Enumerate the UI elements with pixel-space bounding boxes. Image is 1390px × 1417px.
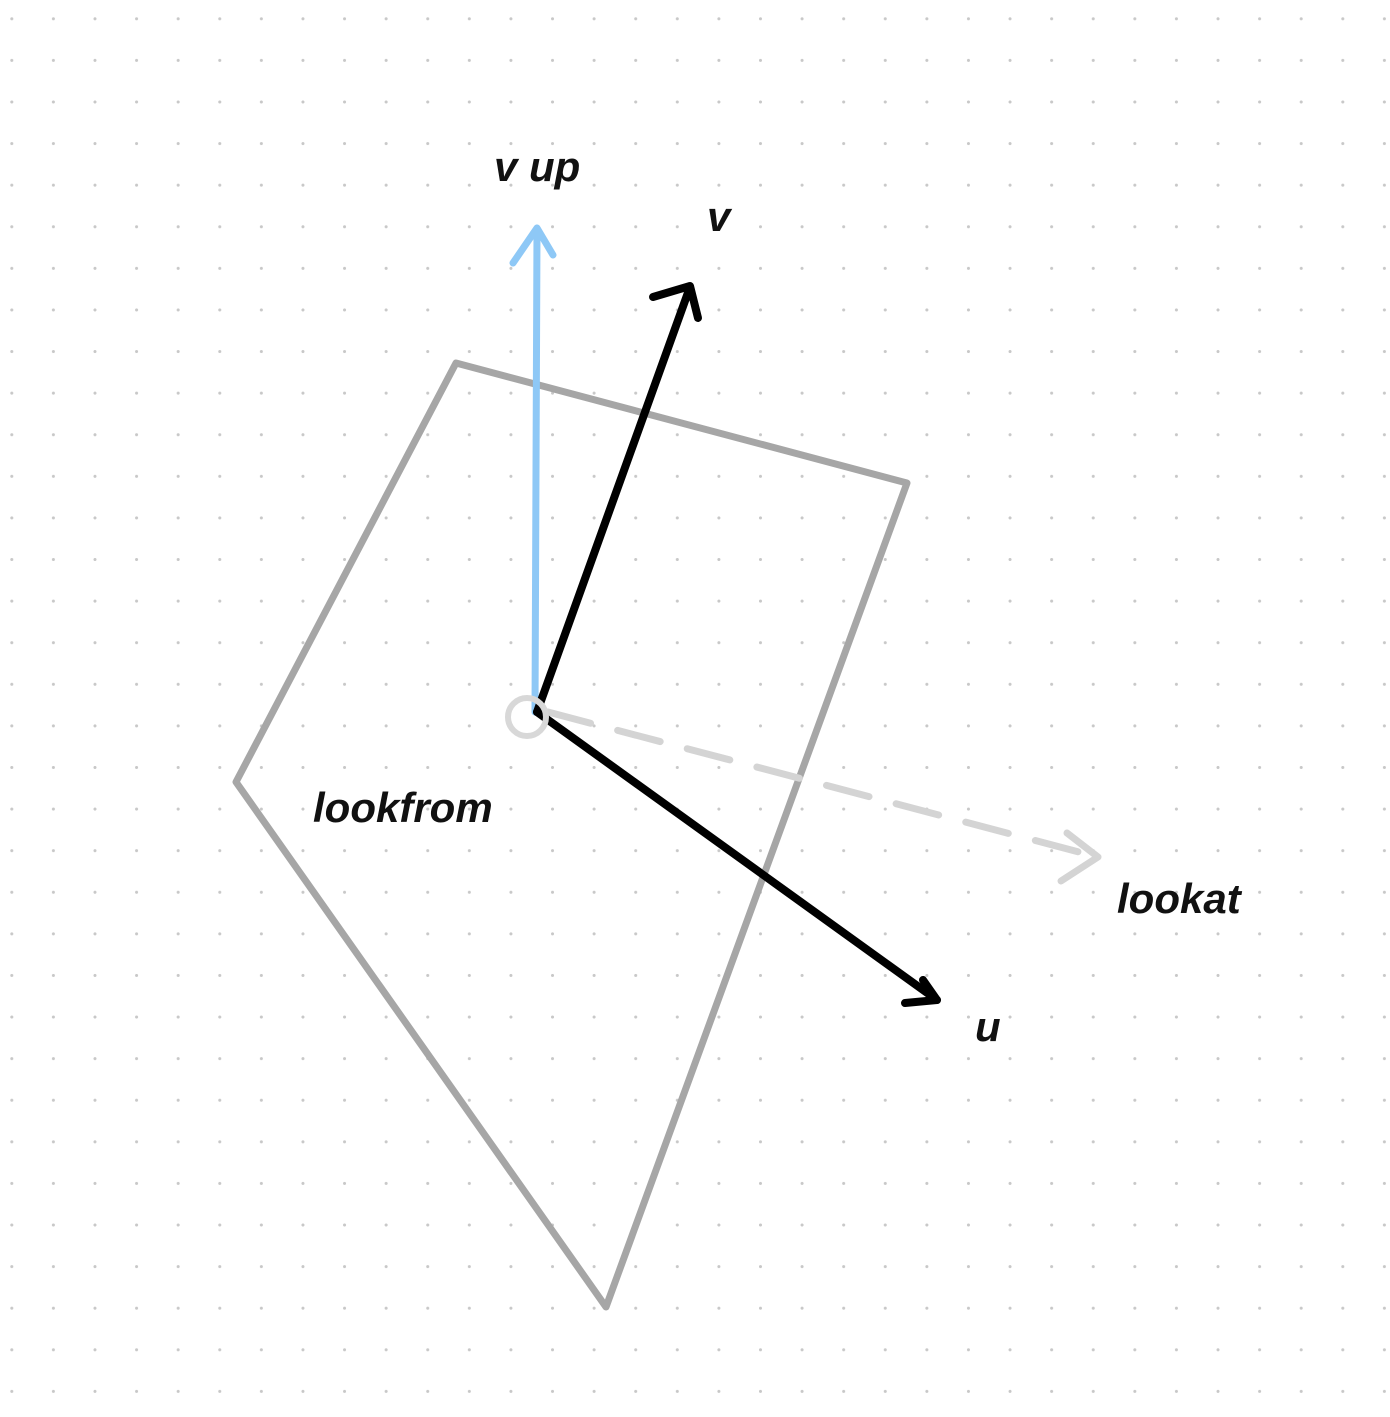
label-vup: v up	[494, 143, 581, 190]
vup-arrowhead-icon	[509, 224, 557, 267]
label-u: u	[975, 1003, 1001, 1050]
u-vector	[533, 708, 941, 1007]
image-plane	[232, 359, 911, 1311]
lookfrom-origin-circle-icon	[505, 695, 549, 739]
label-lookat: lookat	[1117, 875, 1241, 922]
label-lookfrom: lookfrom	[313, 784, 493, 831]
v-arrowhead-icon	[649, 282, 702, 322]
u-arrowhead-icon	[901, 976, 941, 1007]
lookat-direction-arrow	[544, 708, 1102, 885]
label-v: v	[707, 193, 731, 240]
v-vector	[533, 282, 702, 716]
vup-vector	[509, 224, 557, 716]
lookat-arrowhead-icon	[1057, 829, 1102, 885]
